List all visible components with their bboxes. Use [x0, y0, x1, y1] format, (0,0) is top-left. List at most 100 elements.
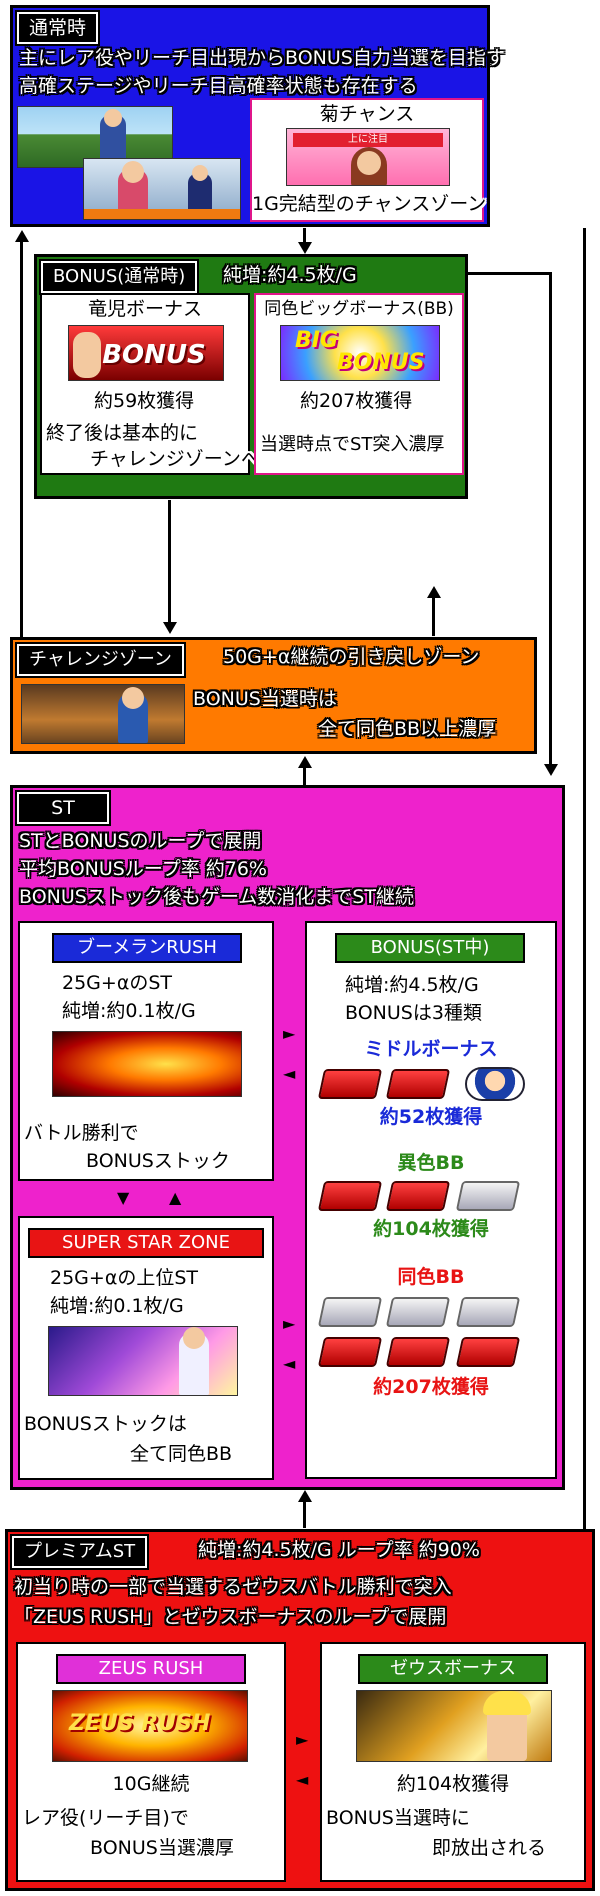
arrow-boomerang-to-ssz: ▼: [117, 1188, 130, 1207]
same-color-bb-box: 同色ビッグボーナス(BB) BIG BONUS 約207枚獲得 当選時点でST突…: [254, 293, 464, 475]
same-color-st-bb-silver-3: [455, 1297, 521, 1327]
arrow-normal-to-bonus-head: [298, 242, 312, 254]
challenge-header: チャレンジゾーン: [15, 642, 186, 678]
st-line2: 平均BONUSループ率 約76%: [19, 858, 267, 880]
bonus-header: BONUS(通常時): [38, 259, 200, 295]
diff-color-bb-gain: 約104枚獲得: [373, 1218, 489, 1240]
chance-zone-overlay: 上に注目: [293, 133, 443, 147]
super-star-zone-note1: BONUSストックは: [24, 1413, 187, 1435]
arrow-boomerang-to-st-bonus: ►: [283, 1024, 296, 1043]
ryuji-bonus-note2: チャレンジゾーンへ: [90, 448, 260, 470]
same-color-st-bb-title: 同色BB: [397, 1266, 465, 1288]
ryuji-bonus-logo: BONUS: [68, 325, 224, 381]
same-color-bb-note: 当選時点でST突入濃厚: [260, 434, 445, 455]
arrow-st-bonus-to-boomerang: ◄: [283, 1064, 296, 1083]
arrow-premium-to-st: [303, 1500, 306, 1528]
chance-zone-image: 上に注目: [286, 128, 450, 186]
arrow-bonus-to-st-head: [544, 764, 558, 776]
chance-zone-box: 菊チャンス 上に注目 1G完結型のチャンスゾーン: [250, 98, 487, 222]
same-color-st-bb-seven-3: [455, 1337, 521, 1367]
diff-color-bb-title: 異色BB: [397, 1152, 465, 1174]
zeus-rush-line1: 10G継続: [112, 1773, 190, 1795]
st-bonus-tag: BONUS(ST中): [333, 931, 527, 965]
arrow-challenge-to-normal-head: [15, 230, 29, 242]
boomerang-rush-note2: BONUSストック: [86, 1150, 230, 1172]
same-color-st-bb-seven-2: [385, 1337, 451, 1367]
boomerang-rush-tag: ブーメランRUSH: [50, 931, 244, 965]
bonus-rate: 純増:約4.5枚/G: [223, 264, 357, 286]
same-color-st-bb-silver-2: [385, 1297, 451, 1327]
arrow-premium-to-st-head: [298, 1490, 312, 1502]
boomerang-rush-image: [52, 1031, 242, 1097]
boomerang-rush-line2: 純増:約0.1枚/G: [62, 1000, 196, 1022]
arrow-st-to-challenge-head: [298, 756, 312, 768]
arrow-challenge-to-bonus-head: [427, 586, 441, 598]
super-star-zone-image: [48, 1326, 238, 1396]
premium-rate: 純増:約4.5枚/G ループ率 約90%: [198, 1539, 480, 1561]
diff-color-bb-silver: [455, 1181, 521, 1211]
arrow-bonus-to-challenge-head: [163, 622, 177, 634]
ryuji-bonus-note1: 終了後は基本的に: [46, 422, 199, 444]
super-star-zone-box: SUPER STAR ZONE 25G+αの上位ST 純増:約0.1枚/G BO…: [18, 1216, 274, 1480]
chance-zone-caption: 1G完結型のチャンスゾーン: [252, 193, 487, 215]
arrow-challenge-to-bonus: [432, 596, 435, 636]
chance-zone-title: 菊チャンス: [319, 103, 415, 125]
st-bonus-box: BONUS(ST中) 純増:約4.5枚/G BONUSは3種類 ミドルボーナス …: [305, 921, 557, 1479]
middle-bonus-hero: [465, 1067, 525, 1101]
boomerang-rush-box: ブーメランRUSH 25G+αのST 純増:約0.1枚/G バトル勝利で BON…: [18, 921, 274, 1181]
arrow-zeus-bonus-to-rush: ◄: [296, 1770, 309, 1789]
arrow-bonus-to-st: [549, 272, 552, 766]
zeus-bonus-box: ゼウスボーナス 約104枚獲得 BONUS当選時に 即放出される: [320, 1642, 586, 1882]
zeus-rush-logo: ZEUS RUSH: [69, 1711, 211, 1736]
arrow-normal-to-bonus: [303, 228, 306, 244]
arrow-normal-to-premium: [583, 228, 586, 1536]
boomerang-rush-line1: 25G+αのST: [62, 972, 173, 994]
bonus-panel: BONUS(通常時) 純増:約4.5枚/G 竜児ボーナス BONUS 約59枚獲…: [34, 254, 468, 499]
challenge-desc: 50G+α継続の引き戻しゾーン: [223, 646, 480, 668]
ryuji-bonus-box: 竜児ボーナス BONUS 約59枚獲得 終了後は基本的に チャレンジゾーンへ: [40, 293, 260, 475]
zeus-bonus-image: [356, 1690, 552, 1762]
challenge-panel: チャレンジゾーン 50G+α継続の引き戻しゾーン BONUS当選時は 全て同色B…: [10, 637, 537, 754]
zeus-rush-note1: レア役(リーチ目)で: [22, 1807, 189, 1829]
arrow-ssz-to-boomerang: ▲: [169, 1188, 182, 1207]
middle-bonus-title: ミドルボーナス: [364, 1038, 498, 1060]
st-bonus-line2: BONUSは3種類: [345, 1002, 482, 1024]
super-star-zone-tag: SUPER STAR ZONE: [26, 1226, 266, 1260]
zeus-rush-image: ZEUS RUSH: [52, 1690, 248, 1762]
challenge-note1: BONUS当選時は: [193, 688, 337, 710]
same-color-st-bb-gain: 約207枚獲得: [373, 1376, 489, 1398]
normal-scene-image-2: [83, 158, 241, 220]
same-color-st-bb-seven-1: [317, 1337, 383, 1367]
normal-panel: 通常時 主にレア役やリーチ目出現からBONUS自力当選を目指す 高確ステージやリ…: [10, 5, 505, 227]
middle-bonus-seven-1: [317, 1069, 383, 1099]
ryuji-bonus-gain: 約59枚獲得: [94, 390, 195, 412]
arrow-bonus-to-st-link: [468, 272, 552, 275]
arrow-st-bonus-to-ssz: ◄: [283, 1354, 296, 1373]
normal-line1: 主にレア役やリーチ目出現からBONUS自力当選を目指す: [19, 47, 505, 69]
challenge-note2: 全て同色BB以上濃厚: [318, 718, 497, 740]
zeus-bonus-note2: 即放出される: [432, 1837, 547, 1859]
premium-panel: プレミアムST 純増:約4.5枚/G ループ率 約90% 初当り時の一部で当選す…: [5, 1529, 595, 1891]
challenge-image: [21, 684, 185, 744]
arrow-zeus-rush-to-bonus: ►: [296, 1730, 309, 1749]
arrow-ssz-to-st-bonus: ►: [283, 1314, 296, 1333]
normal-scene-image-1: [17, 106, 173, 168]
st-bonus-line1: 純増:約4.5枚/G: [345, 974, 479, 996]
same-color-bb-logo: BIG BONUS: [280, 325, 440, 381]
same-color-bb-logo-text2: BONUS: [337, 350, 425, 375]
arrow-bonus-to-challenge: [168, 500, 171, 624]
ryuji-bonus-logo-text: BONUS: [102, 340, 206, 370]
super-star-zone-line1: 25G+αの上位ST: [50, 1267, 199, 1289]
zeus-bonus-gain: 約104枚獲得: [396, 1773, 510, 1795]
st-panel: ST STとBONUSのループで展開 平均BONUSループ率 約76% BONU…: [10, 785, 565, 1490]
zeus-rush-box: ZEUS RUSH ZEUS RUSH 10G継続 レア役(リーチ目)で BON…: [16, 1642, 286, 1882]
diff-color-bb-seven-1: [317, 1181, 383, 1211]
arrow-st-to-challenge: [303, 766, 306, 786]
st-line3: BONUSストック後もゲーム数消化までST継続: [19, 886, 414, 908]
zeus-bonus-note1: BONUS当選時に: [326, 1807, 470, 1829]
same-color-st-bb-silver-1: [317, 1297, 383, 1327]
normal-header: 通常時: [14, 10, 101, 46]
same-color-bb-gain: 約207枚獲得: [300, 390, 413, 412]
normal-line2: 高確ステージやリーチ目高確率状態も存在する: [19, 75, 418, 97]
zeus-rush-tag: ZEUS RUSH: [54, 1652, 248, 1686]
